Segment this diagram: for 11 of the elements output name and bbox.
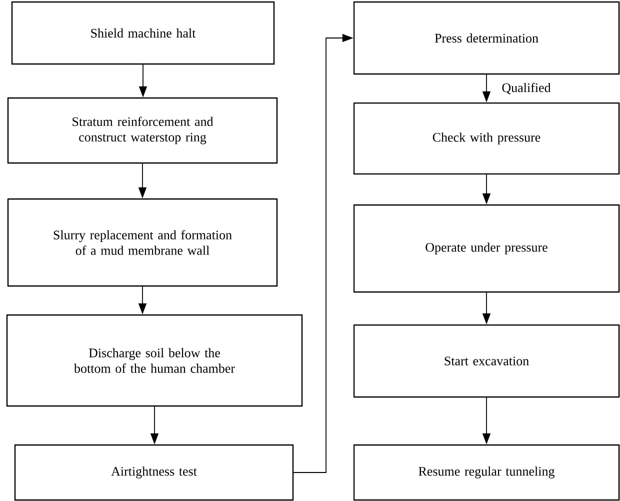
process-box: Start excavation xyxy=(353,324,620,398)
process-box: Shield machine halt xyxy=(11,1,275,65)
process-box: Press determination xyxy=(353,1,620,75)
edge-label: Qualified xyxy=(502,82,551,94)
process-box: Operate under pressure xyxy=(353,204,620,293)
process-box: Airtightness test xyxy=(14,444,294,501)
process-box: Slurry replacement and formation of a mud membrane wall xyxy=(7,198,278,287)
process-box: Stratum reinforcement and construct waterstop ring xyxy=(7,97,278,164)
process-box: Discharge soil below the bottom of the human chamber xyxy=(6,314,303,407)
process-box: Check with pressure xyxy=(353,102,620,175)
process-box: Resume regular tunneling xyxy=(353,444,620,501)
